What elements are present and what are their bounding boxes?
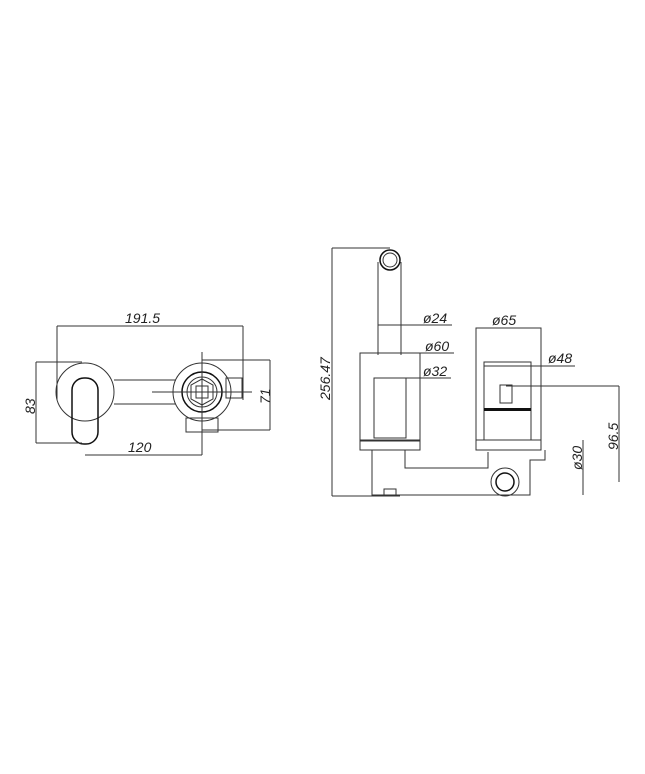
dim-o60: ø60: [425, 338, 449, 354]
front-view: 191.5 83 120 71: [22, 310, 273, 456]
dim-o65: ø65: [492, 312, 516, 328]
dim-o24: ø24: [423, 310, 447, 326]
dim-o32: ø32: [423, 363, 447, 379]
dim-83: 83: [22, 398, 38, 414]
dim-o48: ø48: [548, 350, 572, 366]
dim-71: 71: [257, 388, 273, 404]
dim-256-47: 256.47: [317, 356, 333, 401]
dim-120: 120: [128, 439, 152, 455]
dim-191-5: 191.5: [125, 310, 160, 326]
dim-o30: ø30: [569, 446, 585, 470]
side-view: 256.47 ø24 ø60 ø32 ø65 ø48 ø30 96.5: [317, 247, 621, 497]
dim-96-5: 96.5: [605, 423, 621, 450]
